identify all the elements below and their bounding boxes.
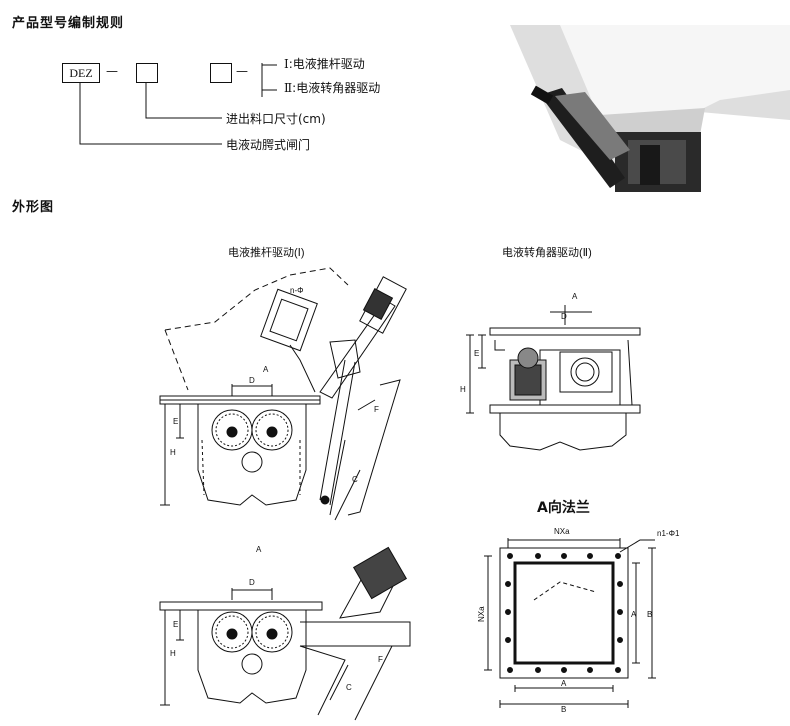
pushrod-drawing bbox=[159, 267, 407, 521]
dim-nxa-top: NXa bbox=[554, 527, 570, 536]
drive-option-1: Ⅰ:电液推杆驱动 bbox=[284, 55, 365, 72]
dim-a-flange-side: A bbox=[631, 610, 637, 619]
dim-n-phi: n-Φ bbox=[290, 286, 304, 295]
drive-option-2-roman: Ⅱ bbox=[284, 81, 293, 95]
dim-a-1: A bbox=[263, 365, 269, 374]
dim-f-3: F bbox=[378, 655, 383, 664]
dim-nxa-side: NXa bbox=[477, 606, 486, 622]
drive-option-2-label: :电液转角器驱动 bbox=[292, 81, 381, 95]
dim-h-3: H bbox=[170, 649, 176, 658]
flange-drawing bbox=[484, 538, 656, 708]
dimension-labels: D H E A F C n-Φ A D H E A D H E F C NXa … bbox=[170, 286, 680, 714]
dim-h-2: H bbox=[460, 385, 466, 394]
drive-option-2: Ⅱ:电液转角器驱动 bbox=[284, 79, 380, 96]
dim-d-2: D bbox=[561, 312, 567, 321]
dim-a-2: A bbox=[572, 292, 578, 301]
dim-c-3: C bbox=[346, 683, 352, 692]
flange-bolt-holes bbox=[505, 553, 623, 673]
gate-label: 电液动腭式闸门 bbox=[226, 138, 311, 152]
model-code-box: DEZ bbox=[62, 63, 100, 83]
dim-f-1: F bbox=[374, 405, 379, 414]
dim-e-3: E bbox=[173, 620, 178, 629]
model-code-dash-2: — bbox=[236, 64, 248, 78]
dim-b-flange-bottom: B bbox=[561, 705, 566, 714]
dim-e-2: E bbox=[474, 349, 479, 358]
model-code-leaders bbox=[79, 63, 277, 145]
drive-code-box bbox=[210, 63, 232, 83]
dim-d-3: D bbox=[249, 578, 255, 587]
dim-b-flange-side: B bbox=[647, 610, 652, 619]
pushrod-drawing-title: 电液推杆驱动(Ⅰ) bbox=[228, 247, 305, 259]
outline-heading: 外形图 bbox=[12, 200, 55, 215]
dim-c-1: C bbox=[352, 475, 358, 484]
pushrod-drawing-open bbox=[159, 546, 411, 721]
dim-d-1: D bbox=[249, 376, 255, 385]
dim-e-1: E bbox=[173, 417, 178, 426]
drive-option-1-roman: Ⅰ bbox=[284, 57, 289, 71]
drive-option-1-label: :电液推杆驱动 bbox=[288, 57, 365, 71]
model-rules-heading: 产品型号编制规则 bbox=[12, 16, 125, 31]
dim-a-flange-bottom: A bbox=[561, 679, 567, 688]
dim-h-1: H bbox=[170, 448, 176, 457]
dim-a-3: A bbox=[256, 545, 262, 554]
rotary-drawing bbox=[466, 305, 641, 451]
flange-drawing-title: A向法兰 bbox=[537, 500, 590, 516]
dim-n1-phi1: n1-Φ1 bbox=[657, 529, 680, 538]
size-label: 进出料口尺寸(cm) bbox=[226, 112, 326, 126]
model-code-dash-1: — bbox=[106, 64, 118, 78]
rotary-drawing-title: 电液转角器驱动(Ⅱ) bbox=[502, 247, 592, 259]
size-code-box bbox=[136, 63, 158, 83]
product-photo bbox=[505, 25, 790, 197]
